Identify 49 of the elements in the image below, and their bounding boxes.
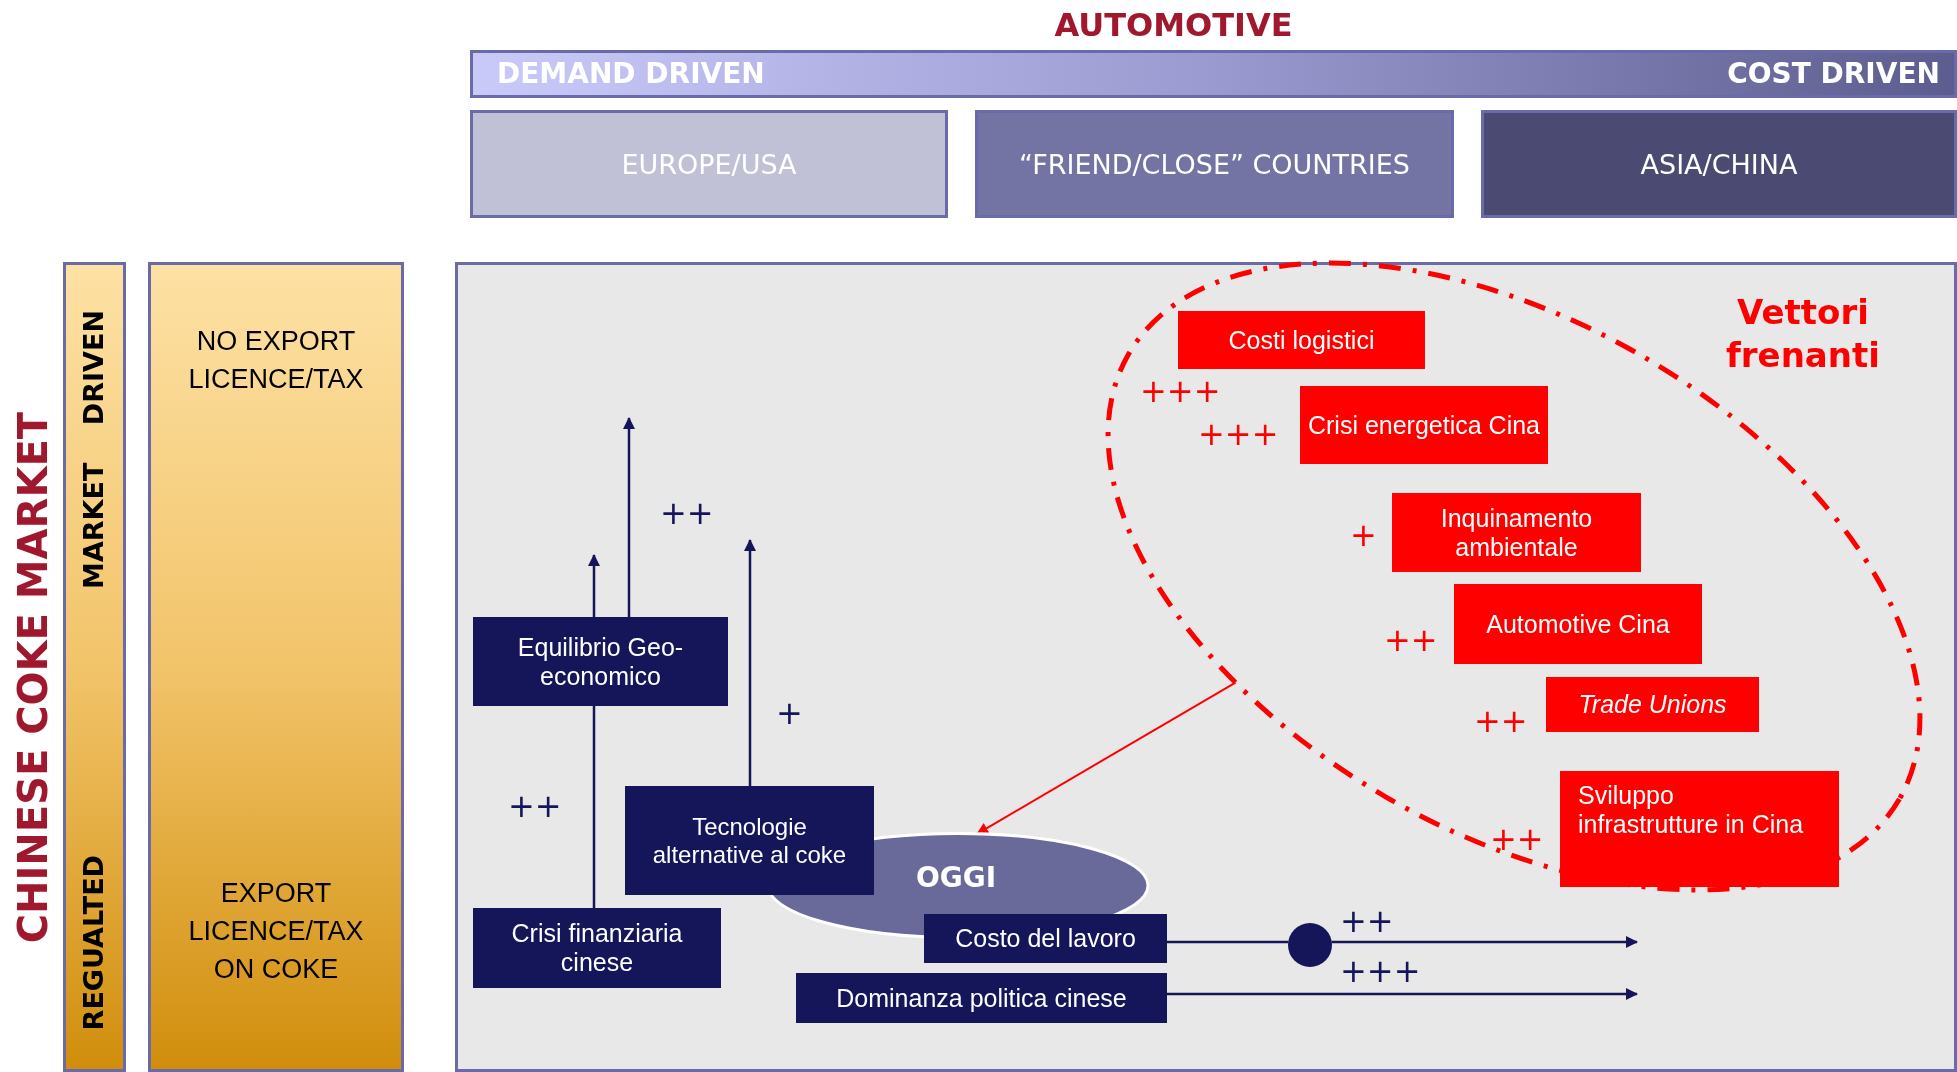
header-text: “FRIEND/CLOSE” COUNTRIES: [1019, 148, 1410, 180]
scale-end-label: DEMAND DRIVEN: [497, 57, 765, 90]
arrow: [1331, 936, 1638, 948]
box-label: Dominanza politica cinese: [836, 983, 1127, 1013]
arrow: [588, 554, 600, 908]
chart-title: AUTOMOTIVE: [1053, 6, 1294, 44]
rating-sign: ++: [1490, 823, 1544, 855]
rating-sign: ++: [1474, 705, 1528, 737]
box-label: Equilibrio Geo-economico: [516, 632, 685, 691]
box-label: Sviluppo infrastrutture in Cina: [1577, 780, 1805, 840]
column-header: [470, 110, 948, 218]
factor-box: [924, 914, 1167, 963]
dot-marker: [1288, 923, 1332, 967]
factor-box: [473, 908, 721, 988]
axis-label: MARKET DRIVEN: [78, 310, 109, 589]
box-label: Crisi finanziaria cinese: [510, 919, 684, 977]
group-heading: Vettori frenanti: [1725, 291, 1881, 376]
scale-end-label: COST DRIVEN: [1727, 57, 1940, 90]
box-label: Costi logistici: [1228, 325, 1375, 355]
category-text: NO EXPORT LICENCE/TAX: [187, 325, 365, 396]
rating-sign: +++: [1198, 418, 1279, 450]
column-header: [975, 110, 1454, 218]
factor-box: [625, 786, 874, 895]
header-text: ASIA/CHINA: [1640, 148, 1798, 180]
axis-title: CHINESE COKE MARKET: [10, 412, 56, 944]
box-label: Costo del lavoro: [955, 924, 1136, 953]
axis-bar: [63, 262, 126, 1072]
arrow: [1167, 988, 1638, 1000]
arrow: [623, 417, 635, 617]
box-label: Tecnologie alternative al coke: [651, 812, 848, 869]
scale-bar: [470, 50, 1957, 98]
rating-sign: ++: [1384, 624, 1438, 656]
category-bar: [148, 262, 404, 1072]
box-label: Trade Unions: [1578, 690, 1727, 719]
category-text: EXPORT LICENCE/TAX ON COKE: [187, 877, 365, 986]
chart-panel: [455, 262, 1957, 1072]
box-label: Automotive Cina: [1486, 609, 1670, 639]
arrow: [976, 681, 1237, 835]
box-label: Crisi energetica Cina: [1307, 410, 1540, 440]
oval-label: OGGI: [916, 861, 997, 894]
axis-label: REGUALTED: [78, 855, 109, 1031]
header-text: EUROPE/USA: [621, 148, 797, 180]
arrow: [744, 539, 756, 786]
column-header: [1481, 110, 1957, 218]
box-label: Inquinamento ambientale: [1439, 503, 1594, 562]
rating-sign: +: [1350, 519, 1377, 551]
rating-sign: +++: [1140, 375, 1221, 407]
factor-box: [473, 617, 728, 706]
factor-box: [796, 973, 1167, 1023]
